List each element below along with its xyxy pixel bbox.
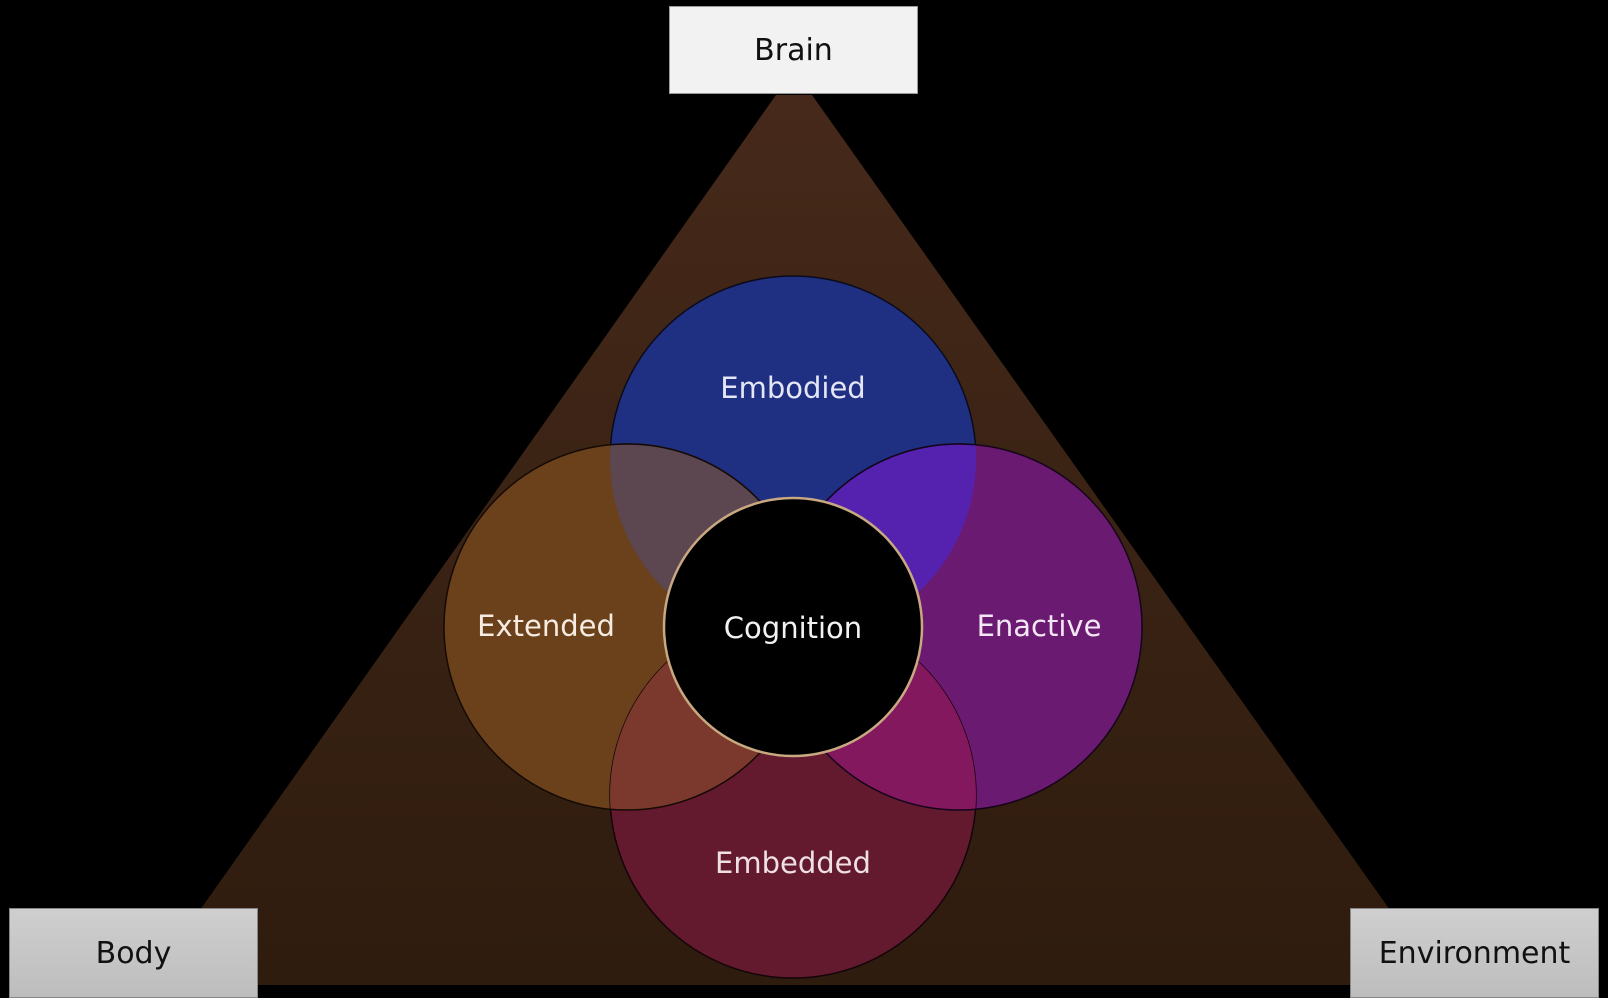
embodied-label: Embodied <box>720 371 865 405</box>
cognition-circle <box>662 496 924 758</box>
brain-label: Brain <box>754 32 833 68</box>
embedded-label: Embedded <box>715 846 871 880</box>
environment-box: Environment <box>1350 908 1599 998</box>
body-box: Body <box>9 908 258 998</box>
environment-label: Environment <box>1378 935 1571 971</box>
brain-box: Brain <box>669 6 918 94</box>
enactive-label: Enactive <box>977 609 1102 643</box>
body-label: Body <box>95 935 172 971</box>
extended-label: Extended <box>477 609 615 643</box>
cognition-label: Cognition <box>724 611 862 645</box>
